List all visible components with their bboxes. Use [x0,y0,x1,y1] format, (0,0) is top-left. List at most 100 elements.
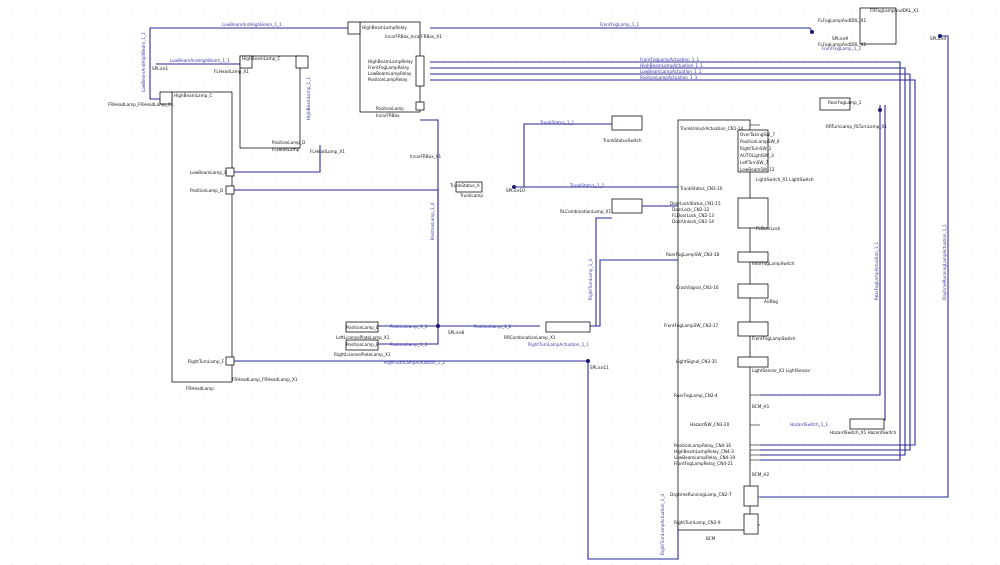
label-lowbeam-sw: LowBeamSW_12 [740,167,775,172]
label-position-lamp-relay: PositionLampRelay [368,77,408,82]
pin-trunk-status: TrunkStatus_CN3-10 [679,186,723,191]
pin-fl-doorlock: FLDoorLock_CN2-13 [672,213,714,218]
wire-label-trunk-status-2: TrunkStatus_1_1 [569,183,605,188]
label-foglamp-fr: FRFogLampAndDRL_X1 [870,8,919,13]
wire-label-position-lamp-2: PositionLamp_1_2 [474,324,512,329]
wire-label-lowbeam-actuation: LowBeamLampActuation_1_1 [640,69,702,74]
label-overtaking-sw: OverTakingSW_7 [740,132,775,137]
bcm-connector-boxes [611,7,897,535]
wire-trunk-unlock[interactable] [523,123,612,187]
wire-lowbeam-highbeam[interactable] [149,27,348,100]
label-splice9: SPLice9 [832,36,849,41]
wire-label-position-actuation: PositionLampActuation_1_1 [640,75,698,80]
bcm-pin-labels: TrunkUnlockActuation_CN1-14 TrunkStatus_… [664,126,770,541]
wire-label-vertical-7: DaytimeRunningLampActuation_1_1 [942,224,947,300]
label-splice1: SPLice1 [152,66,169,71]
label-left-license-plate: LeftLicensePlateLamp_X1 [336,335,390,340]
switch-labels: OverTakingSW_7 PositionLampSW_6 RightTur… [740,8,947,435]
wire-lowbeam-lampA[interactable] [232,145,321,173]
label-position-lamp-b2: PositionLamp_B [346,342,379,347]
label-fl-doorlock: FLDoorLock [756,226,781,231]
wire-label-trunk-status-1: TrunkStatus_1_1 [539,120,575,125]
pin-doorunlock: DoorUnlock_CN2-14 [672,219,714,224]
wire-frontfog-actuation[interactable] [430,61,901,461]
wire-label-vertical-5: RightTurnLampActuation_1_4 [660,494,665,555]
wire-label-position-lamp-1: PositionLamp_1_1 [390,324,428,329]
label-frontfog-switch: FrontFogLampSwitch [752,336,796,341]
pin-lowbeam-relay: LowBeamLampRelay_CN4-19 [674,455,735,460]
wire-highbeam-actuation[interactable] [430,67,906,456]
label-flheadlamp-x1: FLHeadLamp_X1 [214,69,249,74]
wire-label-frontfog-top: FrontFogLamp_1_1 [600,22,640,27]
label-fl-foglamp-2: FLFogLampAndDRL_X1 [818,42,866,47]
wire-label-lowbeam-highbeam: LowBeamAndHighBeam_1_1 [222,22,282,27]
label-position-lamp: PositionLamp [376,106,404,111]
label-fl-highbeam: HighBeamLamp_C [242,56,280,61]
pin-rearfog-lamp: RearFogLamp_CN2-4 [674,393,718,398]
label-rl-combination: RLCombinationLamp_X1 [560,209,611,214]
label-airbag: AirBag [764,299,778,304]
label-splice11: SPLice11 [590,365,609,370]
label-lowbeam-lamp-relay: LowBeamLampRelay [368,71,412,76]
wire-rearfog-actuation[interactable] [760,105,881,396]
pin-doorlock-status: DoorLockStatus_CN1-15 [670,201,721,206]
wire-label-vertical-6: RearFogLampActuation_1_1 [874,241,879,300]
pin-frontfog-relay: FrontFogLampRelay_CN4-21 [674,461,733,466]
label-position-lamp-b: PositionLamp_B [346,325,379,330]
label-right-license-plate: RightLicensePlateLamp_X1 [334,352,391,357]
wire-splice8-up[interactable] [420,119,439,326]
label-frheadlamp: FRHeadLamp [186,386,214,391]
pin-hazard-sw: HazardSW_CN3-20 [690,422,730,427]
label-rearfog-switch: RearFogLampSwitch [752,261,795,266]
wire-position-lamp-bcm[interactable] [590,259,678,327]
label-frheadlamp-fr: FRHeadLamp_FRHeadLamp_X1 [108,102,174,107]
label-trunk-lamp: TrunkLamp [459,193,483,198]
label-highbeam-lamp-relay: HighBeamLampRelay [368,59,413,64]
wire-position-lampD[interactable] [232,189,439,326]
label-left-turn-sw: LeftTurnSW_7 [740,160,769,165]
label-bcm-h2: BCM_H2 [752,472,770,477]
wire-lowbeam-actuation[interactable] [430,73,911,451]
label-frontfog-lamp-relay: FrontFogLampRelay [368,65,410,70]
wire-label-vertical-4: RightTurnLamp_1_4 [588,259,593,300]
label-trunk-status-a: TrunkStatus_A [449,183,480,188]
label-bcm-h1: BCM_H1 [752,404,770,409]
label-incar-frbox-x1: IncarFRBox_IncarFRBox_X1 [385,34,442,39]
wire-daytime-running[interactable] [760,35,949,498]
wire-frontfog-top[interactable] [430,27,813,33]
wire-label-highbeam-actuation: HighBeamLampActuation_1_1 [640,63,703,68]
label-trunk-status-switch: TrunkStatusSwitch [602,138,642,143]
wire-position-actuation[interactable] [430,79,916,446]
wire-label-position-lamp-3: PositionLamp_1_3 [390,342,428,347]
label-incar-frbox-2: IncarFRBox_X1 [410,154,442,159]
label-fl-foglamp: FLFogLampAndDRL_X1 [818,18,866,23]
label-rear-fog-lamp: RearFogLamp_1 [828,100,862,105]
pin-light-signal: LightSignal_CN3-35 [676,359,717,364]
label-auto-light-sw: AUTOLightSW_3 [740,153,774,158]
label-rr-combination: RRCombinationLamp_X1 [504,335,556,340]
label-frheadlamp-bottom: FRHeadLamp_FRHeadLamp_X1 [232,377,298,382]
pin-frontfog-sw: FrontFogLampSW_CN3-17 [664,323,718,328]
wire-label-rightturn-2: RightTurnLampActuation_1_1 [528,342,589,347]
label-rightturnlamp-f: RightTurnLamp_F [188,359,225,364]
wire-right-turn-bcm[interactable] [587,361,679,560]
label-flheadlamp-x1b: FLHeadLamp_X1 [310,149,345,154]
incar-fr-box[interactable] [347,21,425,113]
fr-head-lamp[interactable] [159,91,235,383]
label-light-sensor: LightSensor_X1 LightSensor [752,368,811,373]
component-labels: HighBeamLamp_C FRHeadLamp_FRHeadLamp_X1 … [108,25,642,391]
wire-label-frontfog-lamp: FrontFogLamp_1_2 [822,46,862,51]
wire-label-rightturn-1: RightTurnLampActuation_1_2 [384,360,445,365]
wires [149,27,949,560]
wire-splice8-plate[interactable] [378,326,439,345]
fl-head-lamp[interactable] [239,55,309,149]
wire-label-hazard-switch: HazardSwitch_1_1 [790,422,828,427]
lamp-boxes [345,181,591,351]
label-incar-frbox: IncarFRBox [376,113,400,118]
label-splice4: SPLice4 [930,36,947,41]
wire-right-turn-splice[interactable] [595,217,612,326]
label-rr-turn-lamp: RRTurnLamp_RLTurnLamp_X1 [826,124,887,129]
pin-crash-signal: CrashSignal_CN3-16 [676,285,719,290]
